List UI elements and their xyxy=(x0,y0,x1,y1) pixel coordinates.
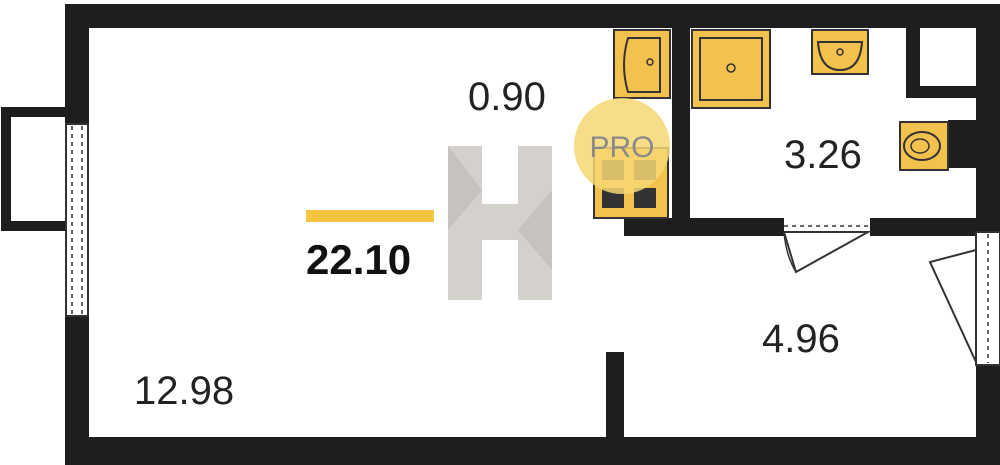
top-wall xyxy=(65,4,1000,28)
kitchen-area-label: 0.90 xyxy=(468,75,546,119)
outer-walls xyxy=(65,4,1000,465)
bathroom-area-label: 3.26 xyxy=(784,133,862,177)
bathroom-bottom-wall-left xyxy=(624,218,784,236)
total-area-label: 22.10 xyxy=(306,236,411,283)
washbasin-icon xyxy=(811,29,869,75)
pro-badge: PRO xyxy=(574,98,670,194)
bathroom-left-wall xyxy=(672,28,690,218)
interior-walls xyxy=(606,28,1000,442)
hall-divider-wall xyxy=(606,352,624,442)
hall-area-label: 4.96 xyxy=(762,317,840,361)
total-accent-bar xyxy=(306,210,434,222)
entrance-door-icon xyxy=(928,231,1000,366)
window-icon xyxy=(65,123,89,317)
left-wall-upper xyxy=(65,4,89,124)
toilet-stub-wall xyxy=(948,120,976,168)
right-wall-upper xyxy=(976,4,1000,232)
door-icon xyxy=(782,225,872,274)
balcony xyxy=(1,107,65,231)
living-area-label: 12.98 xyxy=(134,369,234,413)
watermark-logo xyxy=(448,146,552,300)
sink-icon xyxy=(613,29,671,99)
toilet-icon xyxy=(899,121,949,171)
pro-badge-text: PRO xyxy=(589,131,654,164)
bottom-wall xyxy=(65,437,1000,465)
right-wall-lower xyxy=(976,365,1000,465)
shower-icon xyxy=(691,29,771,109)
bathroom-bottom-wall-right xyxy=(870,218,1000,236)
shaft-wall-bottom xyxy=(906,86,976,98)
shaft-wall-left xyxy=(906,28,920,98)
